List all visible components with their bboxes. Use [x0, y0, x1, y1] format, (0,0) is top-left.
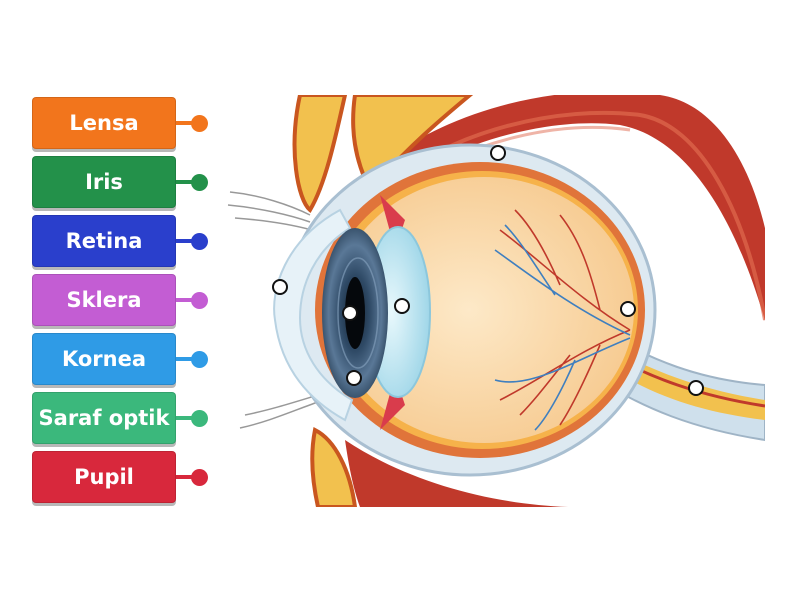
target-pin-icon[interactable] — [490, 145, 506, 161]
round-connector-dot-icon[interactable] — [191, 115, 208, 132]
label-button-retina[interactable]: Retina — [32, 215, 176, 267]
label-button-pupil[interactable]: Pupil — [32, 451, 176, 503]
upper-orbital-fat — [295, 95, 345, 210]
target-pin-icon[interactable] — [272, 279, 288, 295]
label-button-kornea[interactable]: Kornea — [32, 333, 176, 385]
target-pin-icon[interactable] — [394, 298, 410, 314]
label-button-sklera[interactable]: Sklera — [32, 274, 176, 326]
lower-orbital-fat — [312, 430, 355, 507]
target-pin-icon[interactable] — [342, 305, 358, 321]
round-connector-dot-icon[interactable] — [191, 292, 208, 309]
round-connector-dot-icon[interactable] — [191, 351, 208, 368]
round-connector-dot-icon[interactable] — [191, 410, 208, 427]
round-connector-dot-icon[interactable] — [191, 469, 208, 486]
label-button-iris[interactable]: Iris — [32, 156, 176, 208]
label-button-lensa[interactable]: Lensa — [32, 97, 176, 149]
target-pin-icon[interactable] — [620, 301, 636, 317]
target-pin-icon[interactable] — [346, 370, 362, 386]
label-button-saraf-optik[interactable]: Saraf optik — [32, 392, 176, 444]
round-connector-dot-icon[interactable] — [191, 233, 208, 250]
target-pin-icon[interactable] — [688, 380, 704, 396]
round-connector-dot-icon[interactable] — [191, 174, 208, 191]
